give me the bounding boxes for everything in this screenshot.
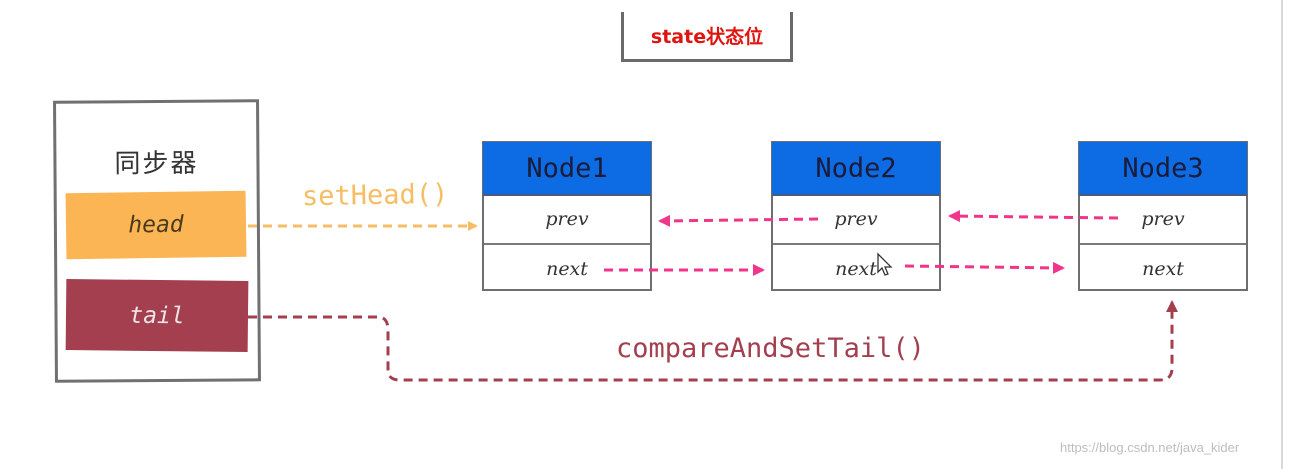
state-indicator: state状态位 <box>621 12 793 62</box>
node-2-header: Node2 <box>772 142 940 196</box>
watermark: https://blog.csdn.net/java_kider <box>1060 440 1240 455</box>
node-1-header: Node1 <box>483 142 651 196</box>
compare-and-set-tail-arrow <box>248 300 1178 382</box>
state-label: state状态位 <box>650 26 764 48</box>
node-1-next: next <box>546 258 588 280</box>
node-3: Node3 prev next <box>1078 141 1248 291</box>
node-3-prev: prev <box>1080 195 1246 245</box>
cursor-icon <box>877 252 893 276</box>
node-3-header: Node3 <box>1079 142 1247 196</box>
node2-next-to-node3-arrow <box>904 261 1065 274</box>
node-2-next: next <box>835 258 877 280</box>
node3-prev-to-node2-arrow <box>948 210 1119 223</box>
node-2-prev: prev <box>773 195 939 245</box>
window-edge <box>1281 0 1283 469</box>
compare-and-set-tail-label: compareAndSetTail() <box>616 333 925 364</box>
node-3-next: next <box>1142 258 1184 280</box>
node-1: Node1 prev next <box>482 141 652 291</box>
node-1-prev: prev <box>484 195 650 245</box>
node2-prev-to-node1-arrow <box>658 214 819 227</box>
